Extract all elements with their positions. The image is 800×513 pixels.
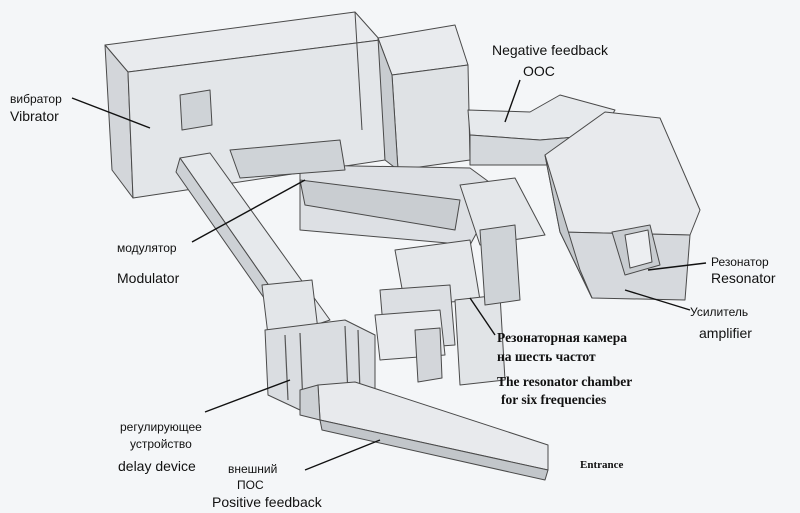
entrance-corridor xyxy=(299,381,549,481)
resonator-label-ru: Резонатор xyxy=(711,255,769,269)
amplifier-label-en: amplifier xyxy=(699,325,752,341)
vibrator-label-ru: вибратор xyxy=(10,92,62,106)
modulator-label-ru: модулятор xyxy=(117,241,177,255)
positive-feedback-label-ru-1: внешний xyxy=(228,462,278,476)
chamber-label-ru-1: Резонаторная камера xyxy=(497,330,628,345)
delay-label-ru-1: регулирующее xyxy=(120,420,202,434)
central-body xyxy=(229,139,546,246)
chamber-label-ru-2: на шесть частот xyxy=(497,349,596,364)
upper-tower xyxy=(377,24,471,171)
chamber-label-en-2: for six frequencies xyxy=(501,392,607,407)
modulator-label-en: Modulator xyxy=(117,270,180,286)
resonator-block xyxy=(544,111,701,301)
positive-feedback-label-ru-2: ПОС xyxy=(237,478,264,492)
negative-feedback-label-en: Negative feedback xyxy=(492,42,608,58)
vibrator-label-en: Vibrator xyxy=(10,108,59,124)
chamber-label-en-1: The resonator chamber xyxy=(497,374,633,389)
positive-feedback-label-en: Positive feedback xyxy=(212,494,322,510)
negative-feedback-label-ru: ООС xyxy=(523,63,555,79)
delay-label-en: delay device xyxy=(118,458,196,474)
entrance-label: Entrance xyxy=(580,459,624,471)
six-frequency-chamber xyxy=(374,224,521,386)
amplifier-label-ru: Усилитель xyxy=(690,305,749,319)
resonator-label-en: Resonator xyxy=(711,270,776,286)
delay-label-ru-2: устройство xyxy=(130,437,192,451)
leader-lines xyxy=(71,79,707,471)
